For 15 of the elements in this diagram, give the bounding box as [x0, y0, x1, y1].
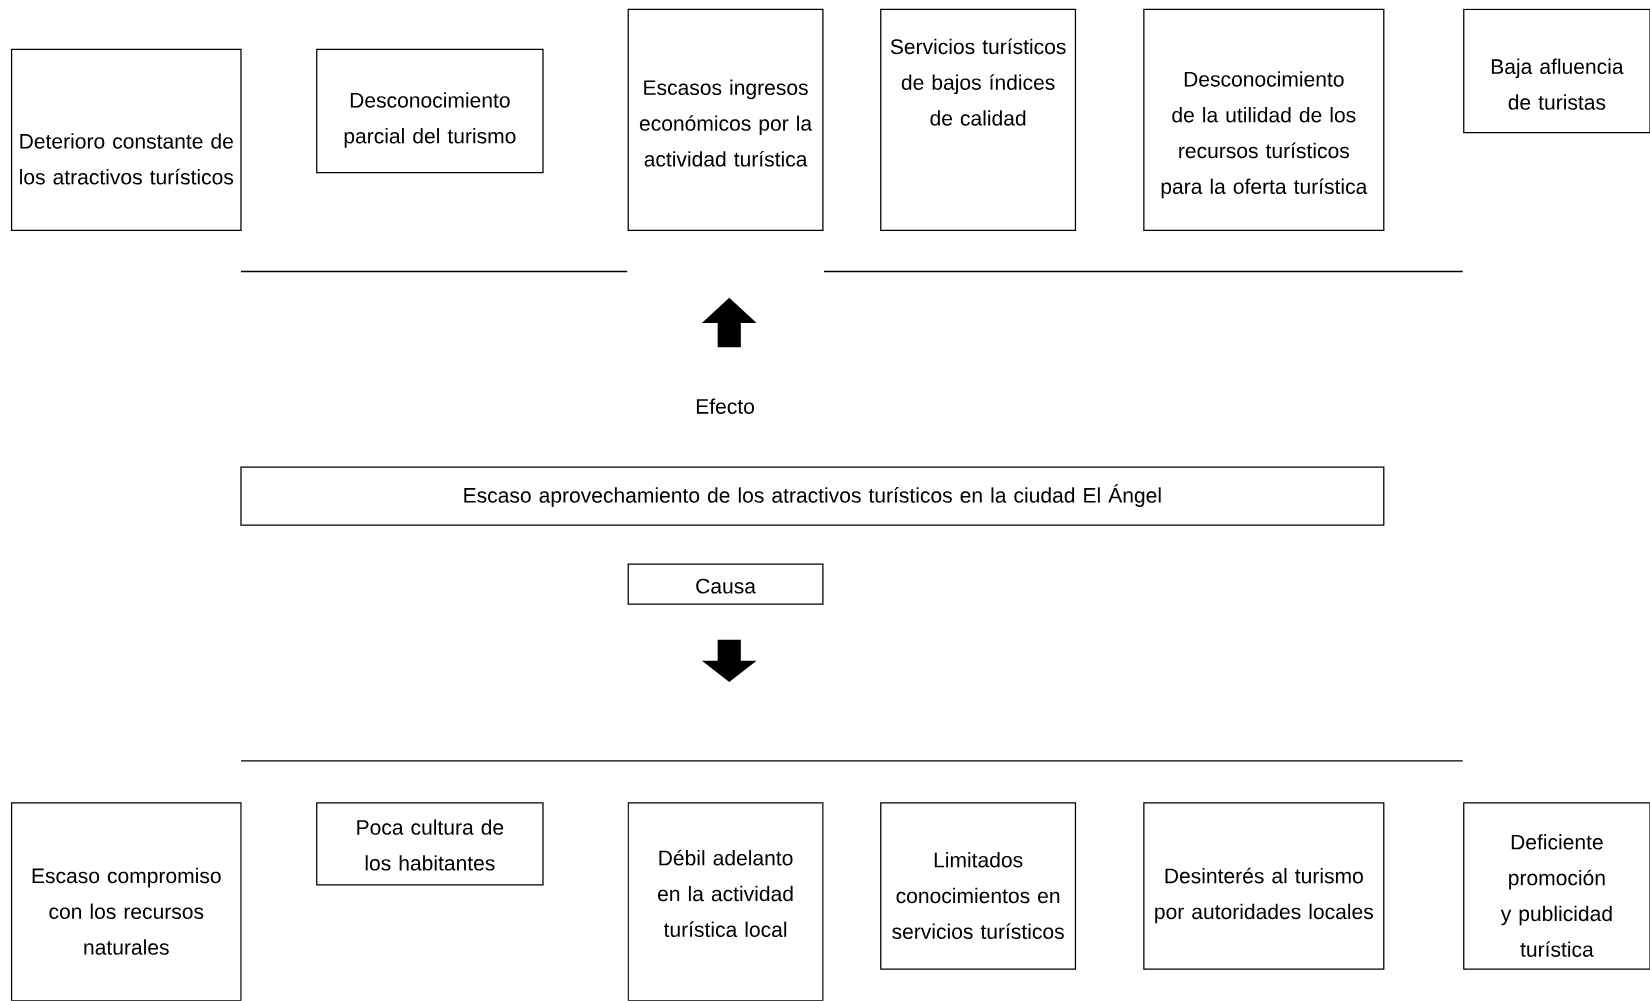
text-box: Desconocimiento de la utilidad de los recursos turísticos para la oferta turística — [1143, 8, 1385, 232]
text-box: Limitados conocimientos en servicios turísticos — [880, 802, 1077, 970]
text-box: Escaso aprovechamiento de los atractivos turísticos en la ciudad El Ángel — [240, 466, 1385, 526]
text-box: Escasos ingresos económicos por la actividad turística — [627, 8, 824, 232]
text-box: Baja afluencia de turistas — [1463, 8, 1650, 134]
text-box: Escaso compromiso con los recursos naturales — [10, 802, 242, 1001]
text-box: Causa — [627, 563, 824, 605]
text-box: Deficiente promoción y publicidad turística — [1463, 802, 1650, 970]
text-box: Desinterés al turismo por autoridades locales — [1143, 802, 1385, 970]
text-box: Servicios turísticos de bajos índices de calidad — [880, 8, 1077, 232]
arrow-label: Efecto — [696, 398, 754, 415]
text-box: Débil adelanto en la actividad turística local — [627, 802, 824, 1001]
text-box: Poca cultura de los habitantes — [316, 802, 544, 886]
text-box: Deterioro constante de los atractivos turísticos — [10, 48, 242, 232]
text-box: Desconocimiento parcial del turismo — [316, 48, 544, 174]
